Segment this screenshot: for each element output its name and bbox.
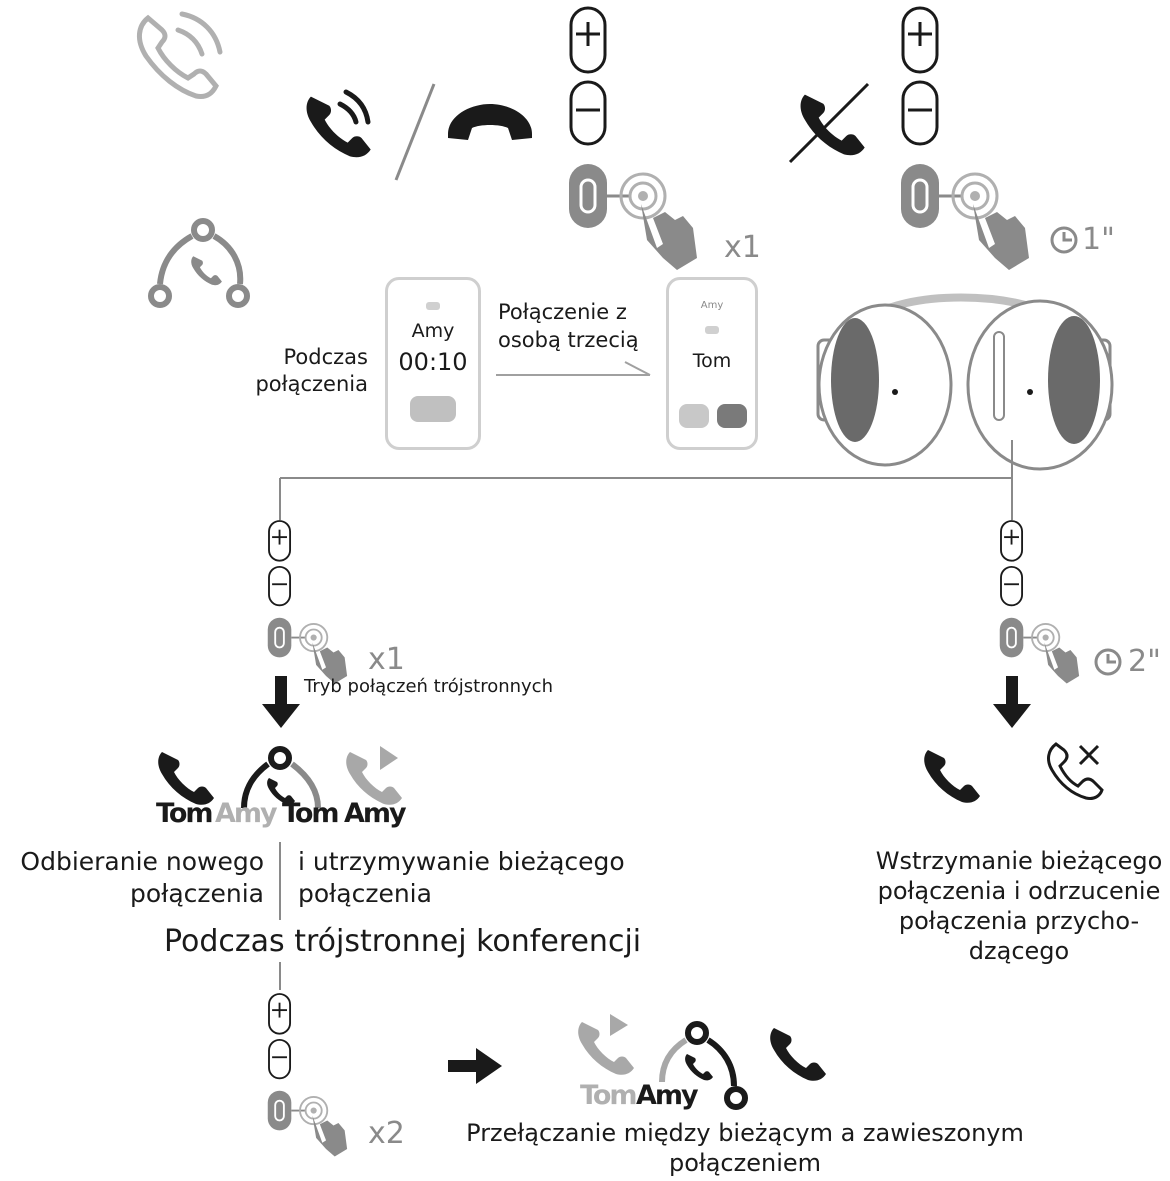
name-tom-2: Tom xyxy=(282,798,339,829)
call-timer: 00:10 xyxy=(398,348,468,376)
divider-slash xyxy=(394,83,436,181)
held-caller: Amy xyxy=(700,300,724,311)
phone1-caption: Podczas połączenia xyxy=(255,345,368,396)
phone-screen-during-call: Amy 00:10 xyxy=(385,277,481,450)
press-count-2: x1 xyxy=(368,642,405,677)
avatar xyxy=(426,302,440,310)
clock-icon-2 xyxy=(1094,648,1122,676)
clock-icon xyxy=(1050,226,1078,254)
active-call-icon xyxy=(158,752,214,805)
held-call-icon-bottom xyxy=(578,1014,634,1075)
down-arrow-left xyxy=(262,676,300,728)
third-party-caption: Połączenie z osobą trzecią xyxy=(498,300,639,352)
headphones-image xyxy=(816,293,1114,471)
hold-current-call-caption: i utrzymywanie bieżącego połączenia xyxy=(298,847,625,908)
active-call-icon-right xyxy=(924,750,980,803)
name-amy-2: Amy xyxy=(344,798,407,829)
reject-call-icon xyxy=(788,82,870,164)
conference-icon-mid xyxy=(241,746,321,809)
three-way-mode-label: Tryb połączeń trójstronnych xyxy=(304,676,553,697)
arrow-right xyxy=(496,361,651,376)
held-call-icon xyxy=(346,746,402,805)
press-count-3: x2 xyxy=(368,1116,405,1151)
name-tom-1: Tom xyxy=(156,798,213,829)
answer-call-icon xyxy=(306,89,371,158)
button-stack-3 xyxy=(266,520,349,685)
caller-name: Amy xyxy=(411,320,455,342)
answer-new-call-caption: Odbieranie nowego połączenia xyxy=(20,847,264,908)
conference-icon xyxy=(148,218,250,308)
name-tom-bottom: Tom xyxy=(580,1080,637,1111)
name-amy-bottom: Amy xyxy=(636,1080,699,1111)
end-call-button xyxy=(410,396,456,422)
name-amy-1: Amy xyxy=(215,798,278,829)
arrow-right-bold xyxy=(448,1048,502,1084)
conference-title: Podczas trójstronnej konferencji xyxy=(164,924,642,959)
conference-icon-bottom xyxy=(659,1021,748,1110)
rejected-call-icon xyxy=(1047,742,1104,800)
active-call-icon-bottom xyxy=(770,1028,826,1081)
reject-caption: Wstrzymanie bieżącego połączenia i odrzu… xyxy=(875,847,1163,965)
hold-time-2: 2" xyxy=(1128,644,1161,679)
hold-time-1: 1" xyxy=(1082,222,1115,257)
connector-lines xyxy=(279,440,1013,520)
accept-button xyxy=(717,404,747,428)
incoming-caller: Tom xyxy=(692,350,732,372)
down-arrow-right xyxy=(993,676,1031,728)
conference-handset-bottom xyxy=(685,1054,713,1081)
button-stack-1 xyxy=(567,6,699,272)
avatar-2 xyxy=(705,326,719,334)
button-stack-5 xyxy=(266,993,349,1158)
end-call-icon xyxy=(448,104,532,140)
button-stack-4 xyxy=(998,520,1081,685)
conference-handset-icon xyxy=(191,256,222,286)
press-count-1: x1 xyxy=(724,230,761,265)
decline-button xyxy=(679,404,709,428)
button-stack-2 xyxy=(899,6,1031,272)
call-outline-icon xyxy=(137,11,223,99)
phone-screen-incoming: Amy Tom xyxy=(666,277,758,450)
switch-calls-caption: Przełączanie między bieżącym a zawieszon… xyxy=(466,1119,1024,1177)
